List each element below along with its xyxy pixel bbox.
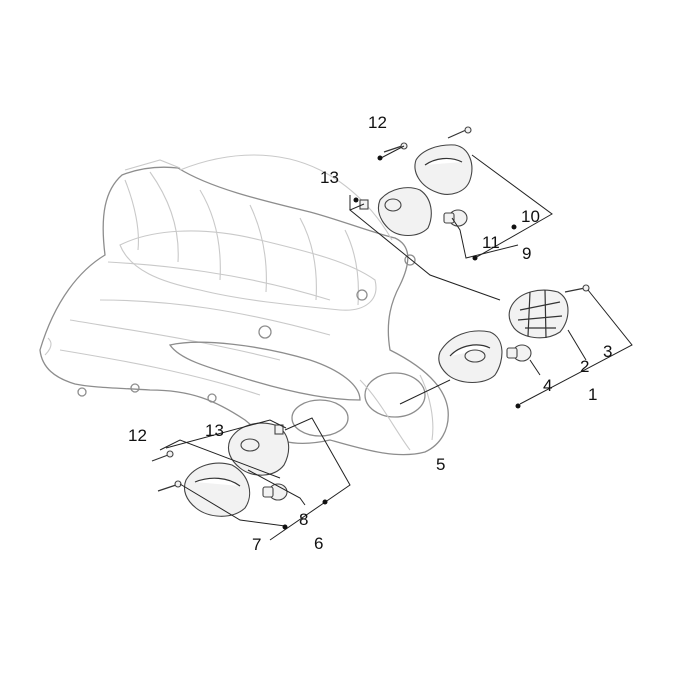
callout-13-top: 13 <box>320 168 339 187</box>
callout-labels: 1 2 3 4 5 6 7 8 9 10 11 12 12 13 13 <box>128 113 612 554</box>
callout-7: 7 <box>252 535 261 554</box>
lower-indicator-assembly <box>151 422 290 517</box>
callout-6: 6 <box>314 534 323 553</box>
callout-10: 10 <box>521 207 540 226</box>
callout-5: 5 <box>436 455 445 474</box>
upper-indicator-assembly <box>359 126 473 237</box>
callout-4: 4 <box>543 376 552 395</box>
callout-13-left: 13 <box>205 421 224 440</box>
right-indicator-assembly <box>438 284 590 384</box>
callout-9: 9 <box>522 244 531 263</box>
callout-12-left: 12 <box>128 426 147 445</box>
callout-12-top: 12 <box>368 113 387 132</box>
callout-8: 8 <box>299 510 308 529</box>
leader-lines <box>159 145 633 541</box>
callout-dots <box>282 155 521 530</box>
callout-11: 11 <box>482 233 500 252</box>
callout-3: 3 <box>603 342 612 361</box>
front-shield-body <box>39 154 449 456</box>
callout-2: 2 <box>580 357 589 376</box>
callout-1: 1 <box>588 385 597 404</box>
